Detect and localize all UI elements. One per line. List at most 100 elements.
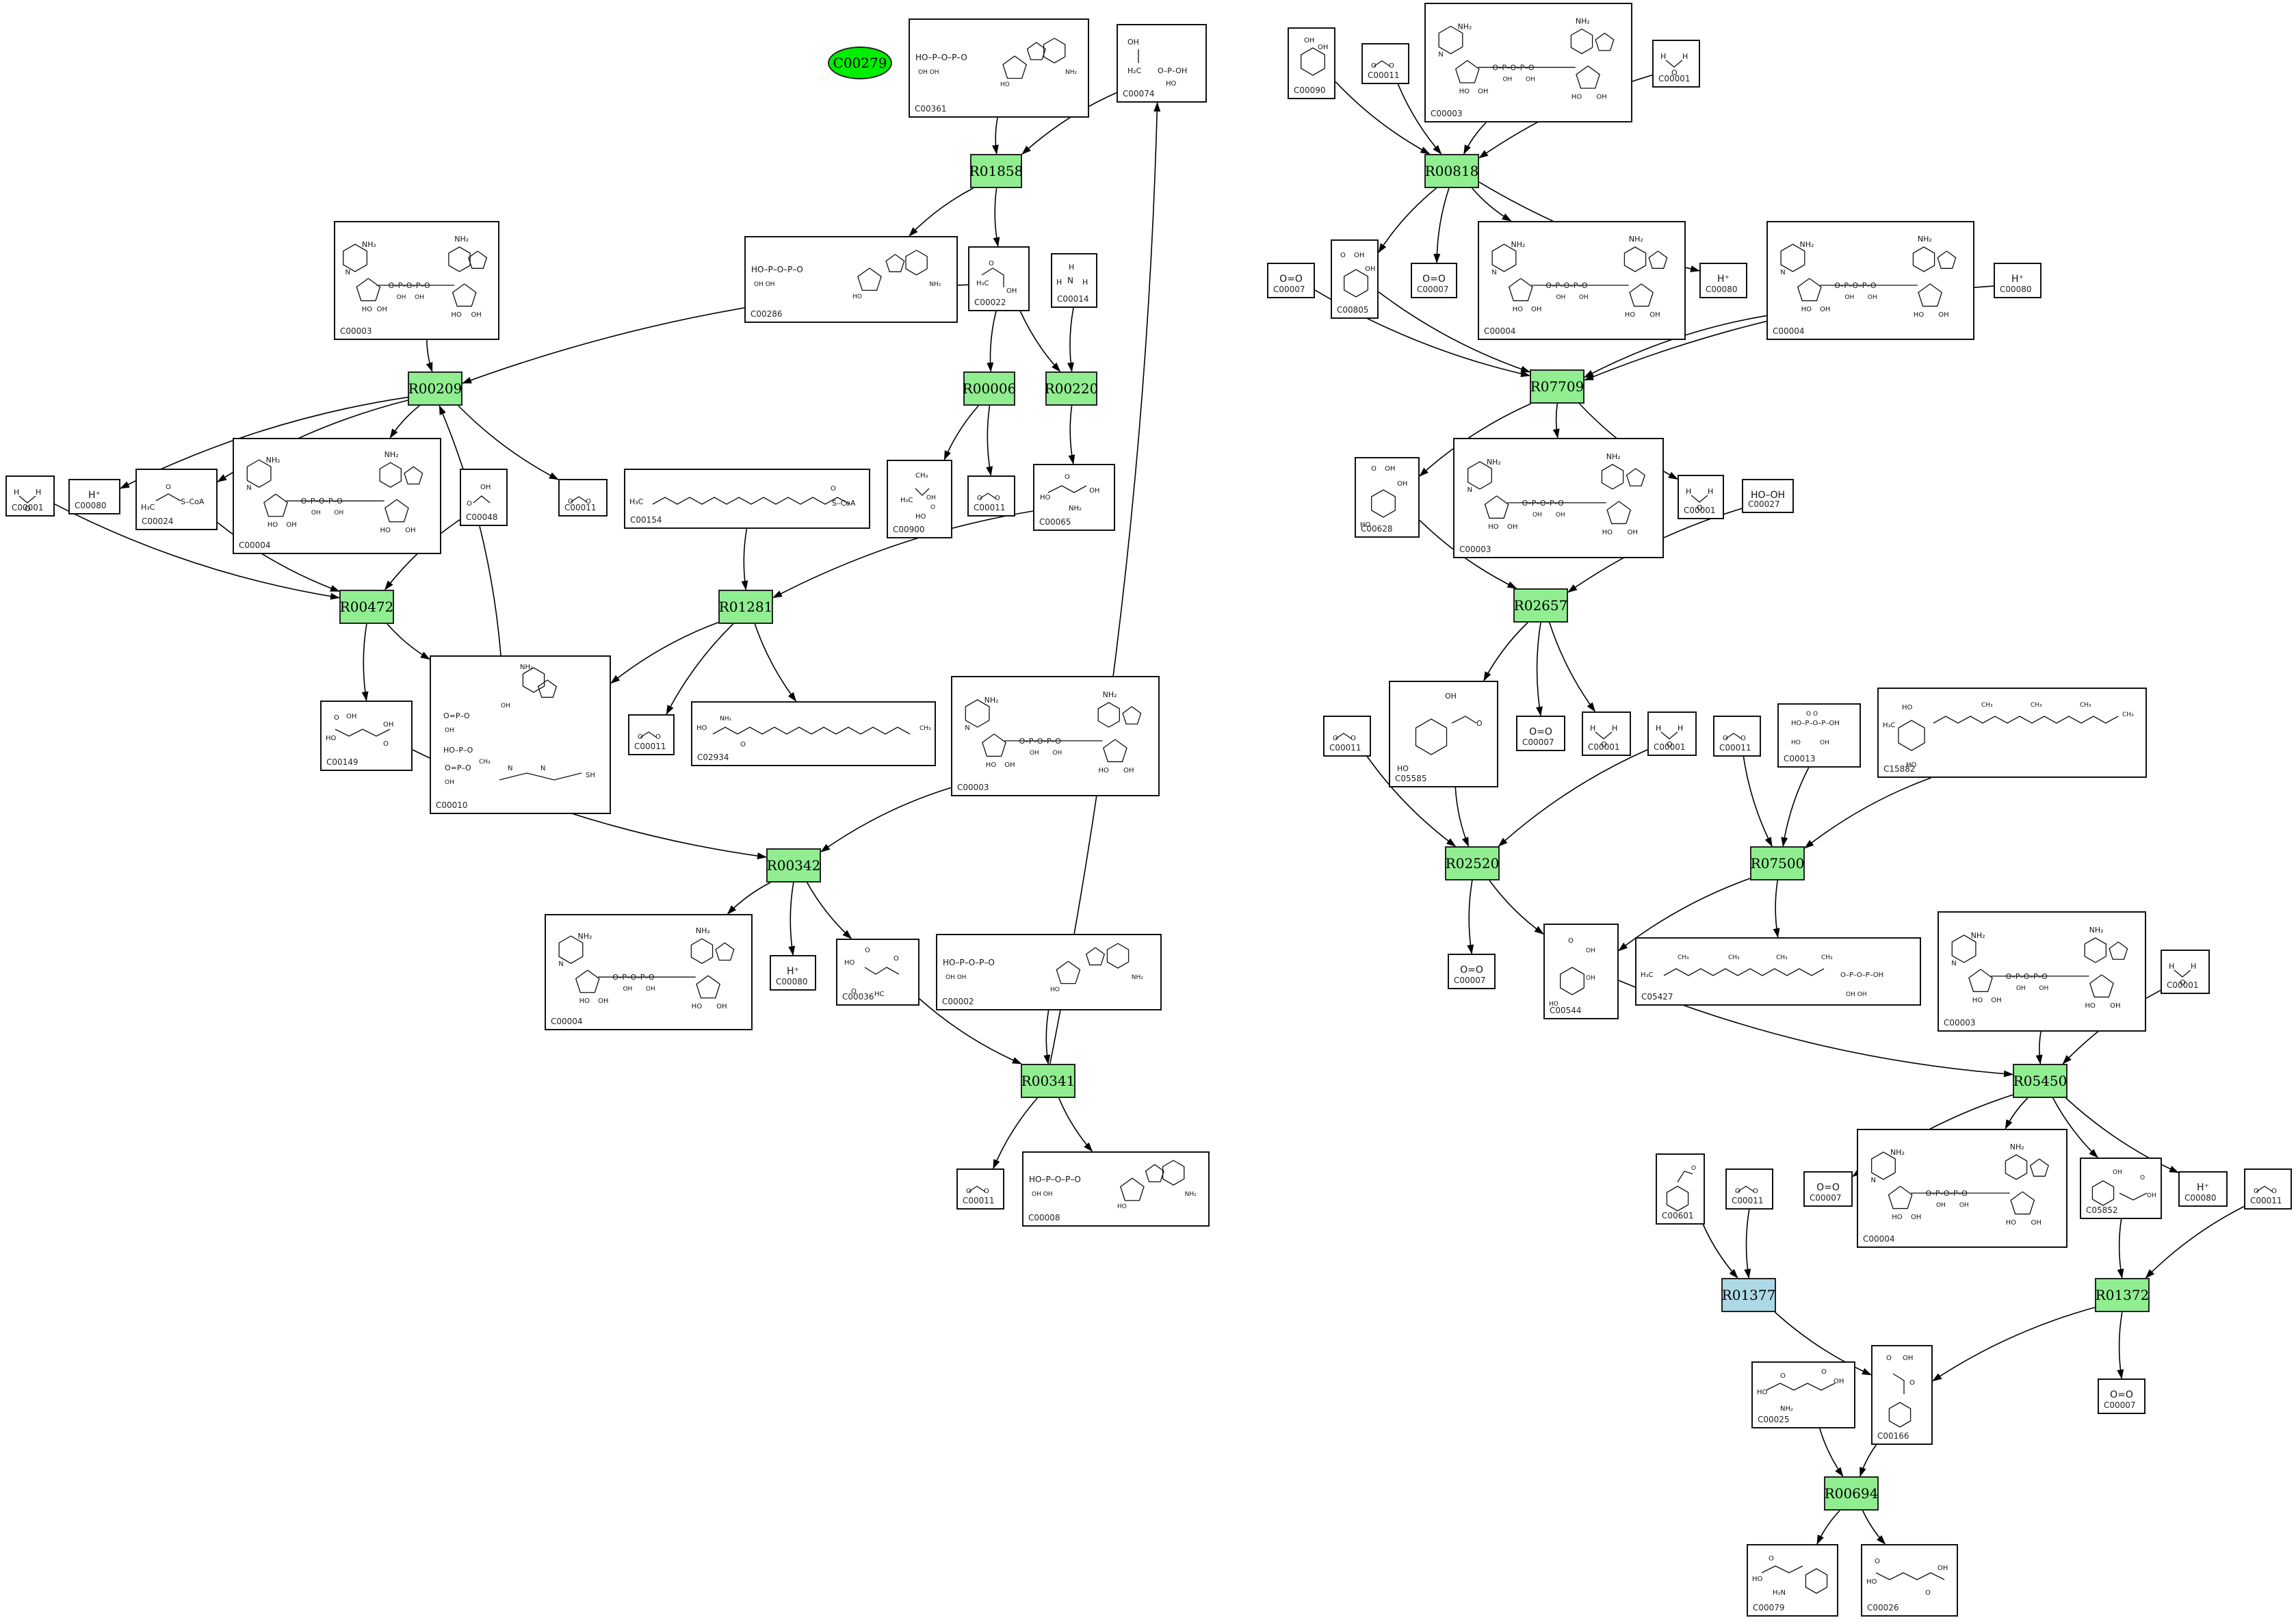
reaction-node-r07709[interactable]: R07709: [1530, 369, 1584, 404]
reaction-node-r00818[interactable]: R00818: [1424, 154, 1479, 188]
svg-text:CH₃: CH₃: [915, 472, 928, 480]
compound-box-c00080[interactable]: H⁺C00080: [770, 955, 816, 991]
svg-text:NH₂: NH₂: [1511, 240, 1525, 249]
compound-box-c00080[interactable]: H⁺C00080: [1699, 263, 1747, 298]
compound-box-c00080[interactable]: H⁺C00080: [1994, 263, 2041, 298]
svg-text:HO: HO: [1397, 764, 1409, 773]
reaction-node-r05450[interactable]: R05450: [2013, 1064, 2067, 1098]
reaction-node-r02520[interactable]: R02520: [1445, 846, 1500, 880]
reaction-node-r01372[interactable]: R01372: [2095, 1278, 2150, 1312]
svg-text:OH: OH: [2110, 1002, 2120, 1010]
reaction-node-r02657[interactable]: R02657: [1513, 588, 1568, 623]
reaction-node-r01377[interactable]: R01377: [1721, 1278, 1776, 1312]
reaction-node-r00209[interactable]: R00209: [408, 371, 462, 406]
reaction-node-r00341[interactable]: R00341: [1021, 1064, 1075, 1098]
compound-box-c00080[interactable]: H⁺C00080: [68, 479, 120, 514]
reaction-node-r01281[interactable]: R01281: [718, 590, 773, 624]
compound-id-label: C00149: [326, 757, 358, 767]
reaction-node-r07500[interactable]: R07500: [1750, 846, 1805, 880]
target-compound-node[interactable]: C00279: [828, 47, 892, 79]
svg-text:O: O: [865, 947, 870, 954]
reaction-node-r01858[interactable]: R01858: [969, 154, 1023, 188]
reaction-node-r00220[interactable]: R00220: [1045, 371, 1098, 406]
reaction-node-r00006[interactable]: R00006: [963, 371, 1016, 406]
reaction-node-r00472[interactable]: R00472: [339, 590, 394, 624]
compound-id-label: C00080: [2184, 1193, 2217, 1203]
compound-box-c00080[interactable]: H⁺C00080: [2178, 1171, 2228, 1207]
compound-id-label: C00001: [1588, 742, 1620, 752]
reaction-node-r00342[interactable]: R00342: [766, 848, 821, 883]
compound-id-label: C15882: [1883, 764, 1916, 774]
svg-text:OH: OH: [377, 306, 387, 313]
compound-id-label: C00013: [1784, 754, 1816, 763]
compound-id-label: C00011: [1732, 1196, 1764, 1205]
reaction-node-r00694[interactable]: R00694: [1824, 1476, 1879, 1511]
svg-text:OH: OH: [311, 510, 321, 517]
